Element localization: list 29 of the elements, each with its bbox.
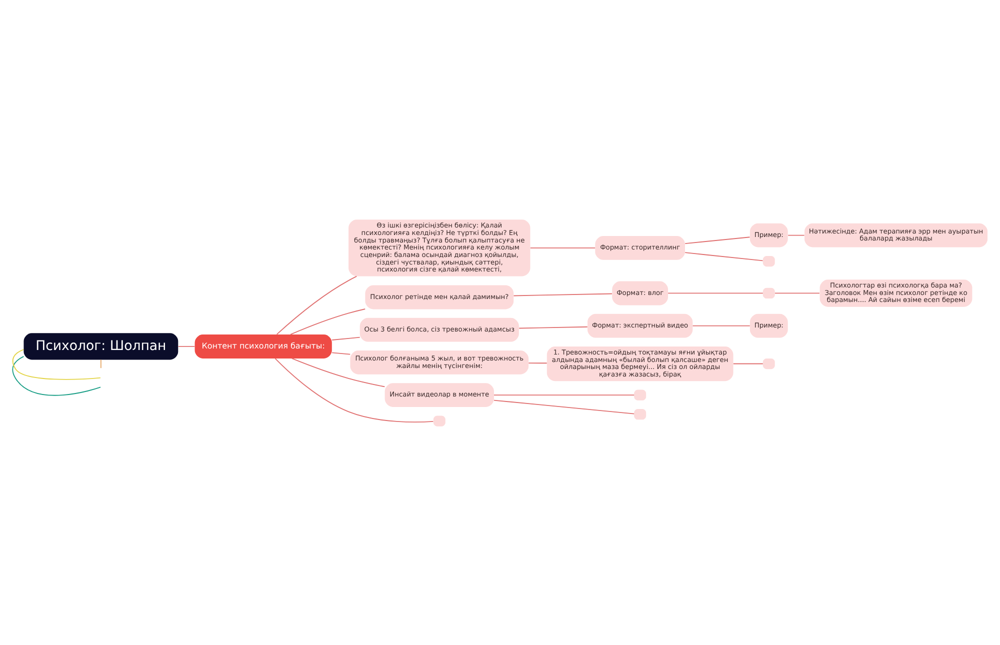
connector (530, 246, 596, 248)
connector (12, 355, 101, 396)
connector (290, 308, 366, 334)
connector (332, 352, 351, 354)
node-box (634, 389, 646, 400)
node-box (762, 287, 775, 298)
connector (274, 358, 434, 422)
connector (494, 394, 635, 396)
connector (668, 292, 764, 294)
connector (12, 348, 101, 380)
node-box (762, 358, 775, 369)
node-box (433, 415, 446, 426)
node-box (762, 255, 775, 266)
connector (788, 234, 805, 236)
connector (494, 399, 635, 414)
connector (732, 362, 764, 364)
connector (332, 336, 360, 340)
connector (528, 362, 548, 364)
connector (100, 358, 102, 368)
connector (276, 275, 358, 334)
connector (692, 324, 750, 326)
connector (513, 292, 612, 296)
connector (684, 236, 750, 244)
node-box: Психолог: Шолпан (24, 332, 178, 360)
connector (518, 326, 588, 328)
connector (291, 358, 386, 387)
node-box (634, 408, 646, 420)
connector (684, 252, 764, 261)
connector (774, 292, 820, 294)
